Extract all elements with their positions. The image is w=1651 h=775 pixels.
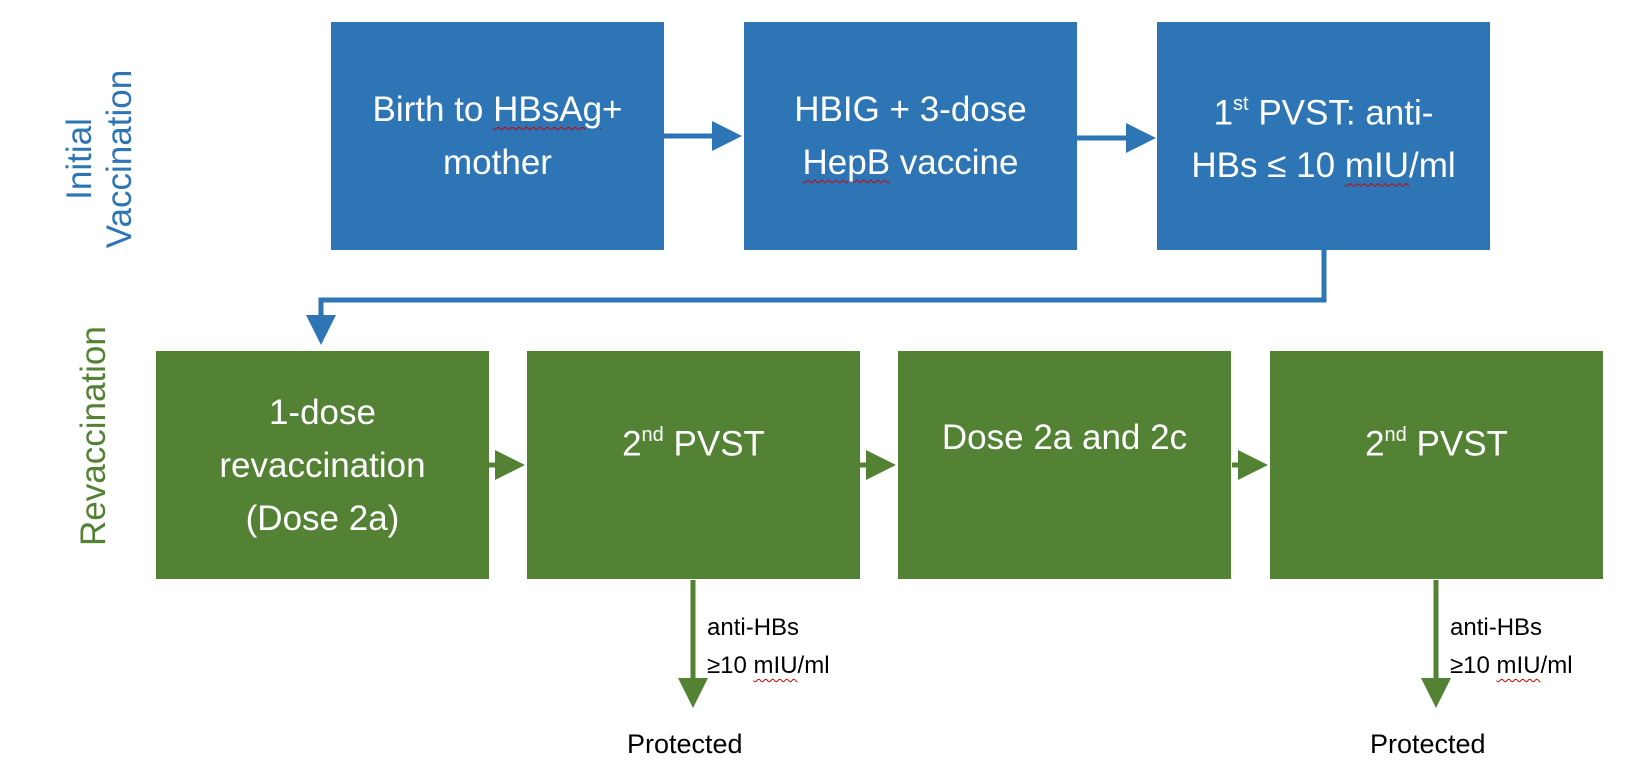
pvst2a-ordinal-num: 2 — [622, 424, 642, 464]
pvst1-ordinal-sup: st — [1233, 92, 1249, 115]
pvst1-line2-post: /ml — [1408, 146, 1456, 186]
condition-label-2: anti-HBs ≥10 mIU/ml — [1450, 609, 1573, 685]
pvst2a-ordinal-sup: nd — [641, 424, 664, 446]
box-first-pvst: 1st PVST: anti- HBs ≤ 10 mIU/ml — [1157, 22, 1490, 250]
pvst1-line1-post: PVST: anti- — [1248, 93, 1434, 133]
revac-line3: (Dose 2a) — [245, 498, 400, 538]
pvst1-line2-term: mIU — [1344, 146, 1409, 186]
hbig-line2-term: HepB — [802, 143, 891, 182]
revac-line2: revaccination — [219, 445, 426, 485]
outcome-1-text: Protected — [627, 729, 743, 759]
box-second-pvst-1: 2nd PVST — [527, 351, 860, 579]
box-hbig-3-dose: HBIG + 3-dose HepB vaccine — [744, 22, 1077, 250]
birth-line1-post: + — [602, 90, 623, 129]
condition-1-line2-term: mIU — [753, 652, 798, 679]
box-one-dose-revaccination: 1-dose revaccination (Dose 2a) — [156, 351, 489, 579]
initial-vaccination-label: Initial Vaccination — [60, 69, 140, 249]
revaccination-label-text: Revaccination — [74, 326, 113, 546]
pvst1-line2-pre: HBs ≤ 10 — [1191, 146, 1345, 186]
condition-label-1: anti-HBs ≥10 mIU/ml — [707, 609, 830, 685]
pvst2b-post: PVST — [1406, 424, 1508, 464]
pvst2b-ordinal-sup: nd — [1384, 424, 1407, 446]
box-dose-2a-2c: Dose 2a and 2c — [898, 351, 1231, 579]
condition-1-line1: anti-HBs — [707, 614, 800, 641]
hbig-line2-post: vaccine — [890, 143, 1019, 182]
revaccination-label: Revaccination — [74, 326, 114, 546]
condition-1-line2-post: /ml — [797, 652, 830, 679]
initial-label-line1: Initial — [60, 118, 99, 200]
condition-2-line2-post: /ml — [1540, 652, 1573, 679]
outcome-protected-1: Protected — [627, 729, 743, 759]
condition-2-line2-term: mIU — [1496, 652, 1541, 679]
condition-2-line2-pre: ≥10 — [1450, 652, 1497, 679]
pvst2a-post: PVST — [663, 424, 765, 464]
condition-1-line2-pre: ≥10 — [707, 652, 754, 679]
birth-line2: mother — [443, 143, 552, 182]
hbig-line1: HBIG + 3-dose — [794, 90, 1027, 129]
outcome-2-text: Protected — [1370, 729, 1486, 759]
pvst2b-ordinal-num: 2 — [1365, 424, 1385, 464]
box-second-pvst-2: 2nd PVST — [1270, 351, 1603, 579]
revac-line1: 1-dose — [268, 392, 376, 432]
outcome-protected-2: Protected — [1370, 729, 1486, 759]
birth-line1-term: HBsAg — [493, 90, 603, 129]
initial-label-line2: Vaccination — [100, 69, 139, 249]
birth-line1-pre: Birth to — [372, 90, 494, 129]
box-birth-to-hbsag-mother: Birth to HBsAg+ mother — [331, 22, 664, 250]
pvst1-ordinal-num: 1 — [1213, 93, 1234, 133]
dose2a2c-text: Dose 2a and 2c — [941, 418, 1188, 457]
arrow-pvst1-to-revaccination — [306, 250, 1327, 345]
condition-2-line1: anti-HBs — [1450, 614, 1543, 641]
